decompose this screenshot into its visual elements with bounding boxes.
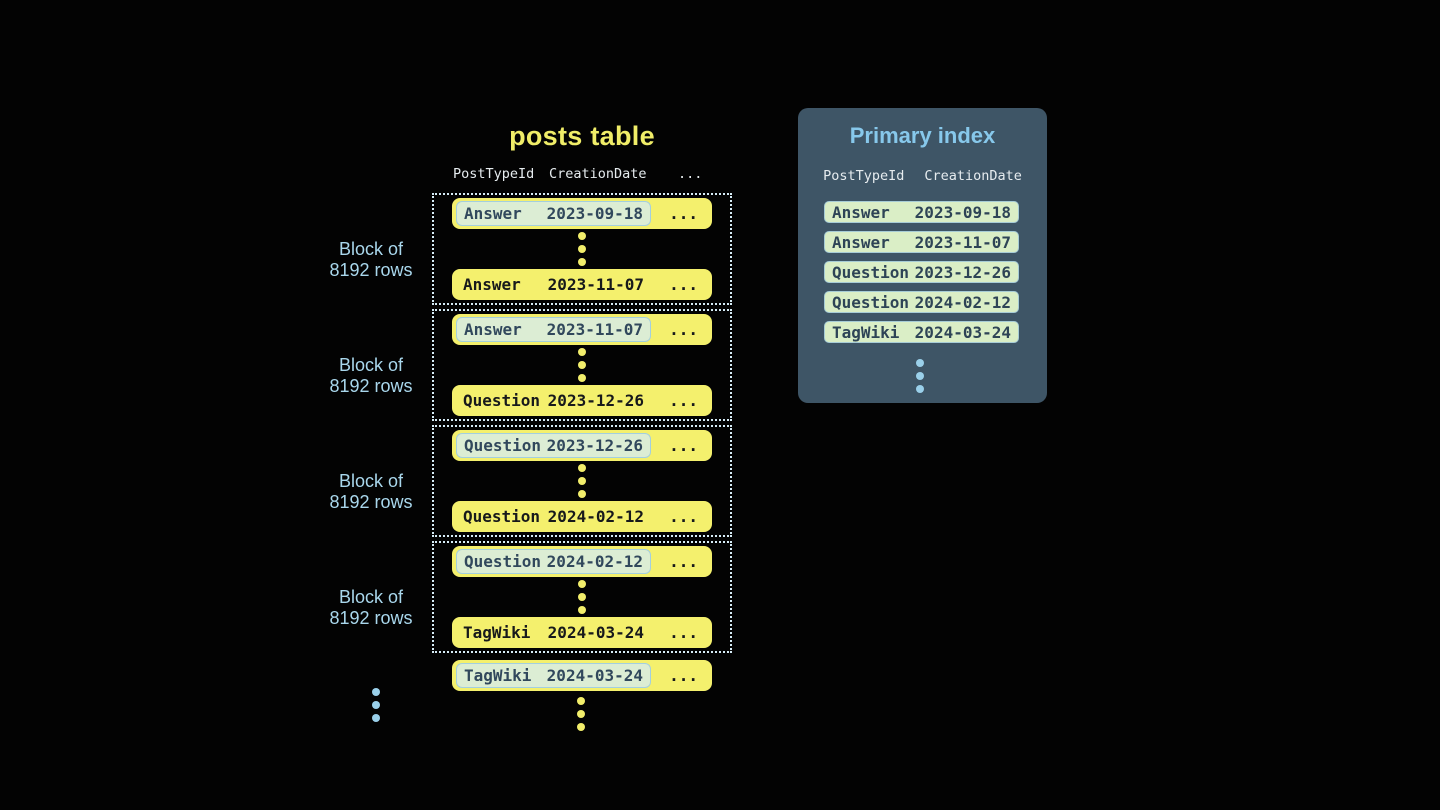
block-label-line2: 8192 rows	[329, 492, 413, 512]
index-row: Answer 2023-11-07	[824, 231, 1019, 253]
row-creationdate: 2023-09-18	[546, 204, 643, 223]
more-rows-dots	[578, 232, 586, 266]
block-label-4: Block of 8192 rows	[316, 587, 426, 629]
index-posttypeid: Answer	[832, 232, 890, 252]
block-label-line1: Block of	[338, 355, 404, 375]
row-posttypeid: Answer	[463, 275, 521, 294]
index-column-creationdate: CreationDate	[924, 168, 1022, 184]
index-creationdate: 2023-11-07	[914, 232, 1011, 252]
block-label-line1: Block of	[338, 471, 404, 491]
more-index-rows-dots	[916, 359, 924, 393]
block-label-line2: 8192 rows	[329, 376, 413, 396]
row-key: Answer 2023-11-07	[456, 272, 651, 297]
index-posttypeid: Question	[832, 262, 910, 282]
row-creationdate: 2024-02-12	[546, 552, 643, 571]
index-row: Answer 2023-09-18	[824, 201, 1019, 223]
row-key-highlight: Question 2023-12-26	[456, 433, 651, 458]
posts-column-posttypeid: PostTypeId	[453, 166, 535, 182]
index-row: TagWiki 2024-03-24	[824, 321, 1019, 343]
row-creationdate: 2023-12-26	[547, 391, 644, 410]
block-label-line1: Block of	[338, 587, 404, 607]
index-creationdate: 2023-09-18	[914, 202, 1011, 222]
index-posttypeid: Question	[832, 292, 910, 312]
primary-index-panel: Primary index PostTypeId CreationDate An…	[798, 108, 1047, 403]
row-ellipsis: ...	[669, 275, 698, 294]
row-creationdate: 2023-12-26	[546, 436, 643, 455]
posts-column-creationdate: CreationDate	[549, 166, 647, 182]
table-row: Answer 2023-11-07 ...	[452, 269, 712, 300]
more-rows-dots	[578, 348, 586, 382]
row-creationdate: 2024-03-24	[547, 623, 644, 642]
table-row: Question 2023-12-26 ...	[452, 385, 712, 416]
table-row-overflow: TagWiki 2024-03-24 ...	[452, 660, 712, 691]
table-row: Answer 2023-09-18 ...	[452, 198, 712, 229]
row-posttypeid: Question	[463, 391, 541, 410]
block-label-2: Block of 8192 rows	[316, 355, 426, 397]
row-creationdate: 2023-11-07	[547, 275, 644, 294]
row-ellipsis: ...	[669, 507, 698, 526]
row-key-highlight: TagWiki 2024-03-24	[456, 663, 651, 688]
row-posttypeid: Question	[464, 552, 542, 571]
row-posttypeid: Answer	[464, 204, 522, 223]
posts-block-3: Question 2023-12-26 ... Question 2024-02…	[432, 425, 732, 537]
row-ellipsis: ...	[669, 204, 698, 223]
block-label-line1: Block of	[338, 239, 404, 259]
row-posttypeid: Answer	[464, 320, 522, 339]
row-key-highlight: Question 2024-02-12	[456, 549, 651, 574]
more-blocks-dots	[372, 688, 380, 722]
row-creationdate: 2024-03-24	[546, 666, 643, 685]
primary-index-title: Primary index	[849, 123, 996, 148]
more-rows-dots	[578, 580, 586, 614]
table-row: Question 2024-02-12 ...	[452, 546, 712, 577]
row-posttypeid: Question	[464, 436, 542, 455]
row-key-highlight: Answer 2023-11-07	[456, 317, 651, 342]
row-ellipsis: ...	[669, 666, 698, 685]
index-creationdate: 2024-02-12	[914, 292, 1011, 312]
row-key: TagWiki 2024-03-24	[456, 620, 651, 645]
posts-block-4: Question 2024-02-12 ... TagWiki 2024-03-…	[432, 541, 732, 653]
row-ellipsis: ...	[669, 623, 698, 642]
more-rows-dots	[578, 464, 586, 498]
block-label-line2: 8192 rows	[329, 260, 413, 280]
row-posttypeid: Question	[463, 507, 541, 526]
primary-index-column-headers: PostTypeId CreationDate	[798, 168, 1047, 184]
table-row: Question 2023-12-26 ...	[452, 430, 712, 461]
posts-block-1: Answer 2023-09-18 ... Answer 2023-11-07 …	[432, 193, 732, 305]
posts-table-title: posts table	[509, 121, 655, 151]
row-posttypeid: TagWiki	[463, 623, 531, 642]
table-row: Question 2024-02-12 ...	[452, 501, 712, 532]
row-creationdate: 2023-11-07	[546, 320, 643, 339]
row-ellipsis: ...	[669, 391, 698, 410]
index-row: Question 2023-12-26	[824, 261, 1019, 283]
posts-block-2: Answer 2023-11-07 ... Question 2023-12-2…	[432, 309, 732, 421]
row-posttypeid: TagWiki	[464, 666, 532, 685]
posts-table-column-headers: PostTypeId CreationDate ...	[432, 166, 732, 186]
posts-column-ellipsis: ...	[678, 166, 703, 182]
index-posttypeid: TagWiki	[832, 322, 900, 342]
index-column-posttypeid: PostTypeId	[823, 168, 905, 184]
row-ellipsis: ...	[669, 320, 698, 339]
index-creationdate: 2024-03-24	[914, 322, 1011, 342]
row-key-highlight: Answer 2023-09-18	[456, 201, 651, 226]
index-row: Question 2024-02-12	[824, 291, 1019, 313]
row-ellipsis: ...	[669, 436, 698, 455]
more-rows-dots	[577, 697, 585, 731]
row-creationdate: 2024-02-12	[547, 507, 644, 526]
table-row: Answer 2023-11-07 ...	[452, 314, 712, 345]
primary-index-rows: Answer 2023-09-18 Answer 2023-11-07 Ques…	[824, 201, 1019, 343]
row-ellipsis: ...	[669, 552, 698, 571]
block-label-line2: 8192 rows	[329, 608, 413, 628]
index-posttypeid: Answer	[832, 202, 890, 222]
block-label-1: Block of 8192 rows	[316, 239, 426, 281]
table-row: TagWiki 2024-03-24 ...	[452, 617, 712, 648]
block-label-3: Block of 8192 rows	[316, 471, 426, 513]
row-key: Question 2023-12-26	[456, 388, 651, 413]
row-key: Question 2024-02-12	[456, 504, 651, 529]
index-creationdate: 2023-12-26	[914, 262, 1011, 282]
